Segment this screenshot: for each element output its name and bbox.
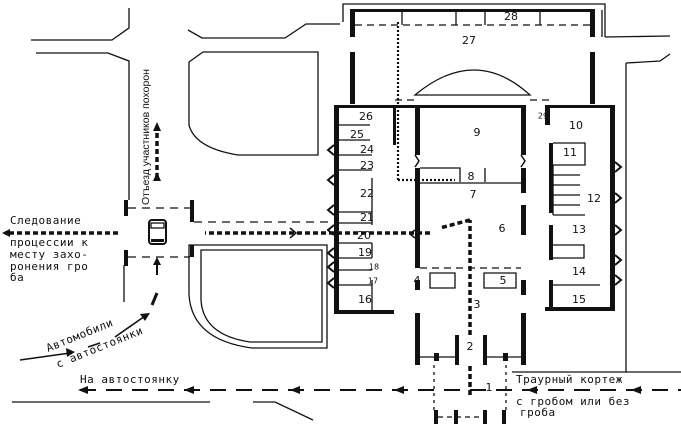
arrow-left-icon xyxy=(394,386,404,394)
building-walls xyxy=(334,3,615,424)
label-procession-2: процессии к xyxy=(10,236,88,249)
label-cortege-2: с гробом или без xyxy=(516,395,630,408)
room-12: 12 xyxy=(587,192,601,205)
room-25: 25 xyxy=(350,128,364,141)
room-10: 10 xyxy=(569,119,583,132)
room-11: 11 xyxy=(563,146,577,159)
arrow-up-icon xyxy=(153,172,161,181)
room-5: 5 xyxy=(500,274,507,287)
room-14: 14 xyxy=(572,265,586,278)
label-procession-3: месту захо- xyxy=(10,248,88,261)
label-procession-5: ба xyxy=(10,271,24,284)
arrow-left-icon xyxy=(78,386,88,394)
room-27: 27 xyxy=(462,34,476,47)
room-19: 19 xyxy=(358,246,372,259)
street-outlines xyxy=(12,8,681,421)
room-6: 6 xyxy=(499,222,506,235)
route-diagonal xyxy=(439,218,471,230)
room-24: 24 xyxy=(360,143,374,156)
label-departure-participants: Отъезд участников похорон xyxy=(140,69,152,205)
arrow-right-icon xyxy=(66,348,75,357)
label-procession-1: Следование xyxy=(10,214,81,227)
room-8: 8 xyxy=(468,170,475,183)
label-procession-4: ронения гро xyxy=(10,260,88,273)
label-to-parking: На автостоянку xyxy=(80,373,180,386)
label-cortege-3: гроба xyxy=(520,406,556,419)
room-20: 20 xyxy=(357,229,371,242)
hearse-icon xyxy=(148,219,167,245)
room-1: 1 xyxy=(486,381,493,394)
room-17: 17 xyxy=(368,277,378,286)
room-7: 7 xyxy=(470,188,477,201)
intersection-dashes xyxy=(124,200,334,266)
room-29: 29 xyxy=(538,112,548,121)
arrow-left-icon xyxy=(290,386,300,394)
room-21: 21 xyxy=(360,211,374,224)
room-15: 15 xyxy=(572,293,586,306)
room-3: 3 xyxy=(474,298,481,311)
annotations: Отъезд участников похорон Следование про… xyxy=(10,69,630,419)
arrow-up-icon xyxy=(153,257,161,265)
room-2: 2 xyxy=(467,340,474,353)
arrow-left-icon xyxy=(527,386,537,394)
label-cortege-1: Траурный кортеж xyxy=(516,373,623,386)
room-4: 4 xyxy=(414,274,421,287)
arrow-left-icon xyxy=(184,386,194,394)
window-marks xyxy=(289,144,623,289)
room-26: 26 xyxy=(359,110,373,123)
arrow-left-icon xyxy=(631,386,641,394)
room-13: 13 xyxy=(572,223,586,236)
room-16: 16 xyxy=(358,293,372,306)
room-18: 18 xyxy=(369,263,379,272)
room-labels: 1 2 3 4 5 6 7 8 9 10 11 12 13 14 15 16 1… xyxy=(350,10,601,394)
room-9: 9 xyxy=(474,126,481,139)
arrow-up-right-icon xyxy=(140,313,150,321)
room-22: 22 xyxy=(360,187,374,200)
arrow-up-icon xyxy=(153,122,161,131)
arrow-left-icon xyxy=(2,229,10,237)
room-23: 23 xyxy=(360,159,374,172)
room-28: 28 xyxy=(504,10,518,23)
routes xyxy=(2,20,681,418)
